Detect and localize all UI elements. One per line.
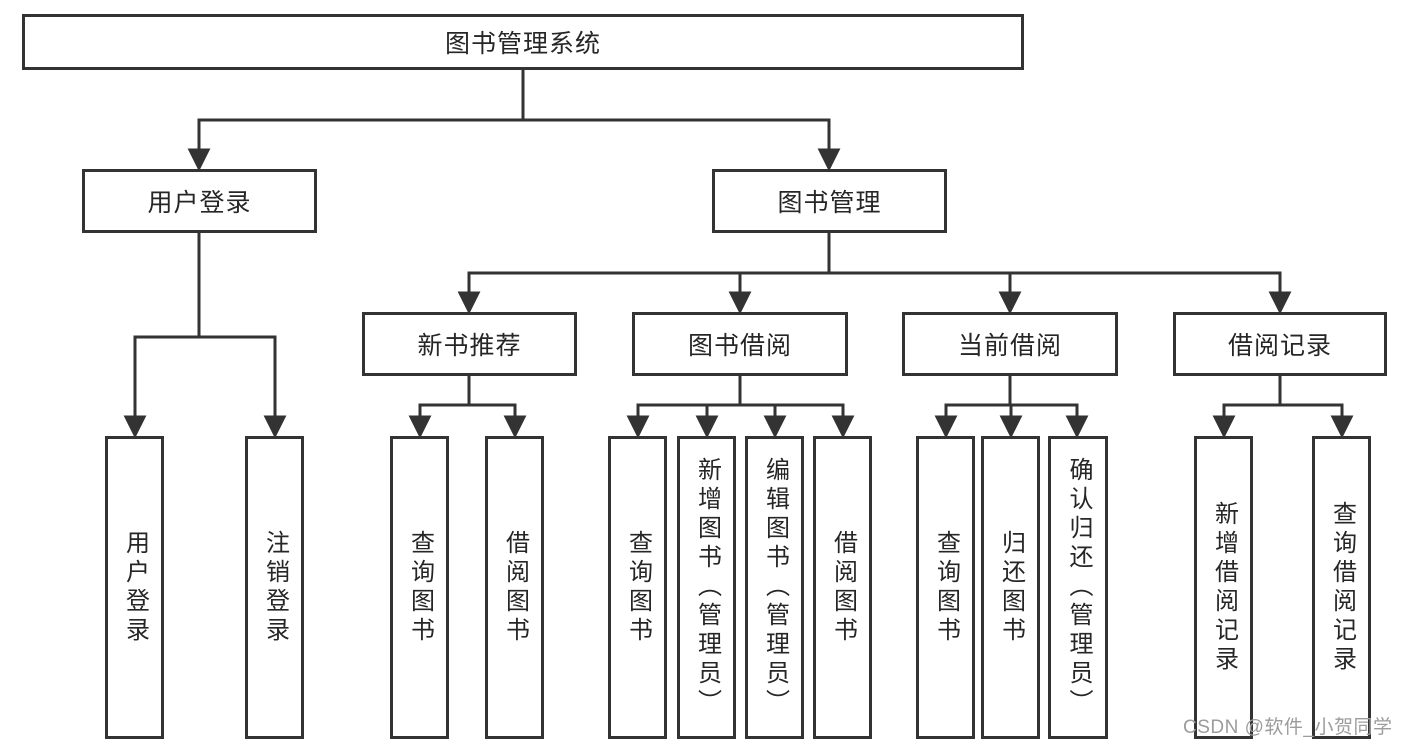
leaf-return-book: 归还图书 [981, 436, 1040, 739]
leaf-add-book-admin: 新增图书（管理员） [677, 436, 736, 739]
leaf-user-login: 用户登录 [105, 436, 164, 739]
connector-book-management-to-level3 [457, 233, 1292, 315]
arrowhead-search-book-3 [934, 415, 958, 439]
arrowhead-borrow-records [1268, 291, 1292, 315]
leaf-add-borrow-record: 新增借阅记录 [1194, 436, 1253, 739]
arrowhead-borrow-book-2 [831, 415, 855, 439]
leaf-borrow-book-borrow: 借阅图书 [813, 436, 872, 739]
node-library-management-system: 图书管理系统 [22, 14, 1024, 70]
connector-recommend-to-leaves [408, 376, 527, 439]
node-book-management: 图书管理 [712, 169, 947, 233]
arrowhead-leaf-user-login [123, 415, 147, 439]
leaf-search-book-current: 查询图书 [916, 436, 975, 739]
arrowhead-book-management [817, 148, 841, 172]
node-current-borrow: 当前借阅 [902, 312, 1118, 376]
connector-user-login-to-leaves [123, 233, 287, 439]
node-user-login: 用户登录 [82, 169, 317, 233]
leaf-edit-book-admin: 编辑图书（管理员） [745, 436, 804, 739]
arrowhead-book-borrow [728, 291, 752, 315]
arrowhead-search-borrow-record [1330, 415, 1354, 439]
connector-records-to-leaves [1212, 376, 1354, 439]
connector-current-to-leaves [934, 376, 1089, 439]
arrowhead-edit-book [763, 415, 787, 439]
node-new-book-recommend: 新书推荐 [362, 312, 577, 376]
leaf-search-book-borrow: 查询图书 [608, 436, 667, 739]
leaf-confirm-return-admin: 确认归还（管理员） [1048, 436, 1108, 739]
leaf-borrow-book-recommend: 借阅图书 [485, 436, 544, 739]
connector-borrow-to-leaves [626, 376, 855, 439]
arrowhead-user-login [187, 148, 211, 172]
watermark: CSDN @软件_小贺同学 [1183, 717, 1393, 738]
leaf-logout-login: 注销登录 [245, 436, 304, 739]
arrowhead-current-borrow [998, 291, 1022, 315]
arrowhead-leaf-logout [263, 415, 287, 439]
arrowhead-add-borrow-record [1212, 415, 1236, 439]
arrowhead-search-book-2 [626, 415, 650, 439]
leaf-search-book-recommend: 查询图书 [390, 436, 449, 739]
arrowhead-search-book-1 [408, 415, 432, 439]
arrowhead-return-book [999, 415, 1023, 439]
node-book-borrow: 图书借阅 [632, 312, 848, 376]
arrowhead-new-book-recommend [457, 291, 481, 315]
arrowhead-borrow-book-1 [503, 415, 527, 439]
arrowhead-confirm-return [1065, 415, 1089, 439]
arrowhead-add-book [695, 415, 719, 439]
connector-root-to-level2 [187, 70, 841, 172]
node-borrow-records: 借阅记录 [1173, 312, 1387, 376]
leaf-search-borrow-record: 查询借阅记录 [1312, 436, 1371, 739]
